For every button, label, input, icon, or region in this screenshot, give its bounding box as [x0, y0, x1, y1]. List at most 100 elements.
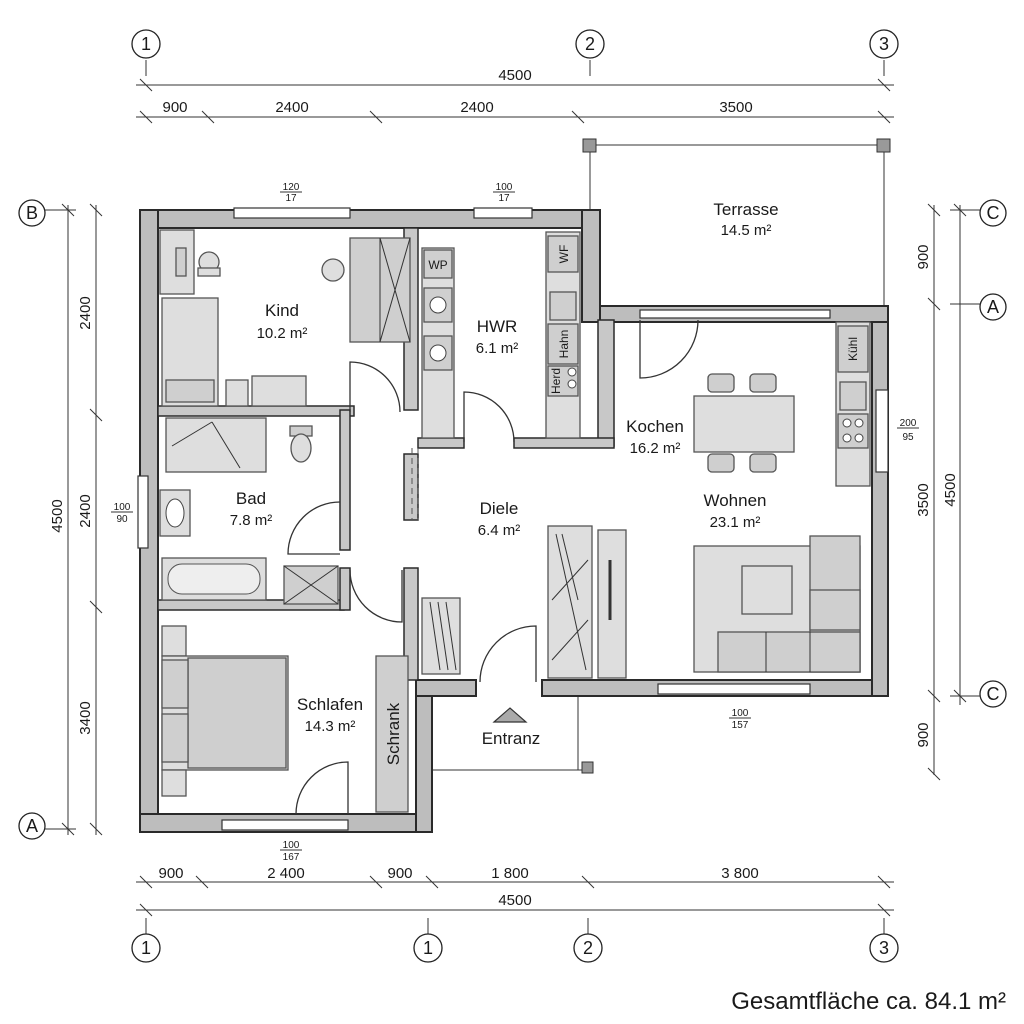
room-kochen-name: Kochen	[626, 417, 684, 436]
door-bad	[287, 501, 341, 555]
room-wohnen-area: 23.1 m²	[710, 514, 761, 531]
dim-top-seg-3: 2400	[460, 99, 493, 116]
axis-bottom-3: 3	[879, 938, 889, 958]
furniture-kind	[159, 229, 411, 407]
room-diele-name: Diele	[480, 499, 519, 518]
dining-chair-3	[707, 453, 735, 473]
top-axis-markers: 1 2 3	[131, 29, 899, 76]
sink-kitchen	[839, 381, 867, 411]
wardrobe-schlafen	[375, 655, 409, 813]
room-diele-area: 6.4 m²	[478, 522, 521, 539]
dim-right-total: 4500	[942, 473, 959, 506]
dim-right-seg-1: 900	[915, 244, 932, 269]
furniture-kochen: Kühl	[693, 321, 871, 487]
furniture-wohnen	[693, 535, 861, 673]
room-bad-area: 7.8 m²	[230, 512, 273, 529]
dim-bottom-total: 4500	[498, 892, 531, 909]
dim-bottom-seg-3: 900	[387, 865, 412, 882]
door-hwr	[463, 391, 515, 443]
window-tag-kueche-bottom: 95	[902, 432, 914, 443]
furniture-bad	[159, 417, 339, 605]
top-dimensions: 4500 900 2400 2400 3500	[136, 67, 894, 124]
window-kind	[233, 207, 351, 219]
shoe-cabinet	[421, 597, 461, 675]
window-tag-kueche-top: 200	[900, 418, 917, 429]
dim-top-seg-4: 3500	[719, 99, 752, 116]
dim-bottom-seg-2: 2 400	[267, 865, 305, 882]
axis-right-c-bottom: C	[987, 684, 1000, 704]
dim-bottom-seg-5: 3 800	[721, 865, 759, 882]
window-tag-hwr-top: 100	[496, 182, 513, 193]
room-kind-name: Kind	[265, 301, 299, 320]
room-hwr-area: 6.1 m²	[476, 340, 519, 357]
dining-chair-1	[707, 373, 735, 393]
doors	[287, 319, 699, 815]
dim-right-seg-2: 3500	[915, 483, 932, 516]
room-kind-area: 10.2 m²	[257, 325, 308, 342]
window-tag-hwr-bottom: 17	[498, 193, 510, 204]
window-tag-kind-bottom: 17	[285, 193, 297, 204]
window-wohnen	[657, 683, 811, 695]
axis-right-c-top: C	[987, 203, 1000, 223]
window-hwr	[473, 207, 533, 219]
door-terrasse	[639, 319, 699, 379]
room-schlafen-area: 14.3 m²	[305, 718, 356, 735]
window-tags: 120 17 100 17 100 90 200 95 100 157 100 …	[111, 182, 919, 863]
dim-right-seg-3: 900	[915, 722, 932, 747]
dim-left-seg-3: 3400	[77, 701, 94, 734]
axis-top-1: 1	[141, 34, 151, 54]
door-diele-schlafen	[349, 569, 403, 623]
furniture-schlafen: Schrank	[161, 625, 409, 813]
furniture-hwr: WP WF Hahn Herd	[421, 231, 581, 439]
window-bad	[137, 475, 149, 549]
left-dimensions: B A 4500 2400 2400 3400	[18, 199, 103, 840]
shower-bad	[165, 417, 267, 473]
chair-kind-2	[321, 258, 345, 282]
window-tag-bad-bottom: 90	[116, 514, 128, 525]
room-schlafen-name: Schlafen	[297, 695, 363, 714]
room-bad-name: Bad	[236, 489, 266, 508]
room-hwr-name: HWR	[477, 317, 518, 336]
window-tag-schlafen-top: 100	[283, 840, 300, 851]
window-terrasse-door	[639, 309, 831, 319]
door-kind	[349, 361, 401, 413]
entrance-porch	[432, 697, 594, 774]
axis-bottom-1a: 1	[141, 938, 151, 958]
dim-bottom-seg-4: 1 800	[491, 865, 529, 882]
dim-top-total: 4500	[498, 67, 531, 84]
room-terrasse-area: 14.5 m²	[721, 222, 772, 239]
dining-chair-4	[749, 453, 777, 473]
room-labels: Kind 10.2 m² HWR 6.1 m² Terrasse 14.5 m²…	[230, 200, 779, 748]
axis-top-3: 3	[879, 34, 889, 54]
room-wohnen-name: Wohnen	[703, 491, 766, 510]
desk-kind	[159, 229, 195, 295]
axis-left-b: B	[26, 203, 38, 223]
room-kochen-area: 16.2 m²	[630, 440, 681, 457]
dim-left-seg-1: 2400	[77, 296, 94, 329]
total-area: Gesamtfläche ca. 84.1 m²	[731, 988, 1006, 1015]
stove-icon	[837, 413, 869, 449]
axis-bottom-2: 2	[583, 938, 593, 958]
entrance-arrow-icon	[492, 707, 528, 723]
label-wp: WP	[428, 258, 447, 272]
sink-hwr	[549, 291, 577, 321]
window-tag-bad-top: 100	[114, 502, 131, 513]
toilet-icon	[290, 433, 312, 463]
door-schlafen	[295, 761, 349, 815]
axis-bottom-1b: 1	[423, 938, 433, 958]
axis-left-a: A	[26, 816, 38, 836]
wardrobe-diele	[547, 525, 593, 679]
room-entranz-name: Entranz	[482, 729, 541, 748]
label-kuehl: Kühl	[846, 337, 860, 361]
coffee-table	[741, 565, 793, 615]
window-kueche	[875, 389, 889, 473]
windows	[137, 207, 889, 831]
furniture-diele	[421, 525, 627, 679]
dining-table	[693, 395, 795, 453]
dim-left-seg-2: 2400	[77, 494, 94, 527]
right-dimensions: C A C 900 3500 900 4500	[915, 199, 1007, 781]
bottom-dimensions: 900 2 400 900 1 800 3 800 4500 1 1 2 3	[131, 865, 899, 963]
room-terrasse-name: Terrasse	[713, 200, 778, 219]
axis-right-a: A	[987, 297, 999, 317]
